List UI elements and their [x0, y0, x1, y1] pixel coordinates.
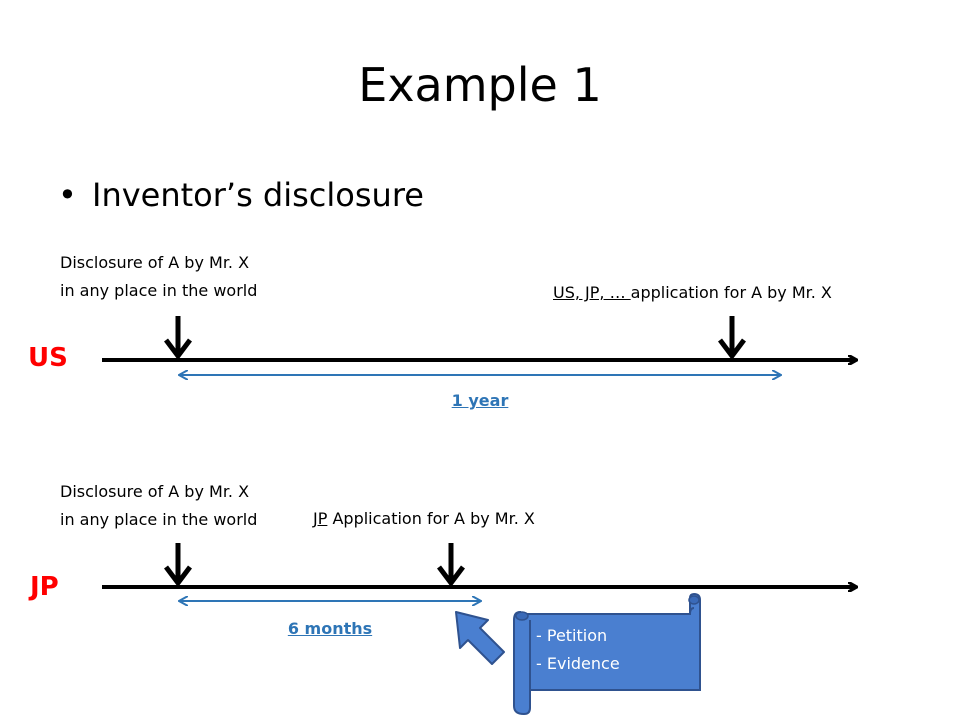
us-application-arrow: [718, 316, 746, 361]
us-disclosure-line1: Disclosure of A by Mr. X: [60, 253, 250, 272]
jp-disclosure-line2: in any place in the world: [60, 510, 258, 529]
pointer-block-arrow: [455, 611, 505, 665]
us-application-countries: US, JP, …: [553, 283, 631, 302]
us-duration-label: 1 year: [451, 391, 509, 410]
jp-application-label: JP Application for A by Mr. X: [313, 505, 535, 533]
jp-application-arrow: [437, 543, 465, 588]
scroll-item-petition: - Petition: [536, 626, 608, 645]
bullet-item: • Inventor’s disclosure: [58, 176, 424, 214]
slide-title: Example 1: [358, 58, 602, 112]
jp-application-text: Application for A by Mr. X: [327, 509, 535, 528]
jp-duration-label: 6 months: [287, 619, 373, 638]
us-application-text: application for A by Mr. X: [630, 283, 832, 302]
bullet-text: Inventor’s disclosure: [92, 176, 424, 214]
jp-disclosure-arrow: [164, 543, 192, 588]
jp-country-label: JP: [30, 572, 59, 602]
scroll-item-evidence: - Evidence: [536, 654, 620, 673]
us-application-label: US, JP, … application for A by Mr. X: [553, 279, 832, 307]
jp-disclosure-label: Disclosure of A by Mr. X in any place in…: [60, 478, 257, 534]
scroll-items: - Petition - Evidence: [536, 622, 620, 678]
petition-scroll: [513, 592, 701, 716]
us-disclosure-arrow: [164, 316, 192, 361]
bullet-dot-icon: •: [58, 176, 77, 214]
us-disclosure-line2: in any place in the world: [60, 281, 258, 300]
jp-disclosure-line1: Disclosure of A by Mr. X: [60, 482, 250, 501]
jp-application-country: JP: [313, 509, 328, 528]
us-country-label: US: [28, 343, 68, 373]
us-disclosure-label: Disclosure of A by Mr. X in any place in…: [60, 249, 257, 305]
